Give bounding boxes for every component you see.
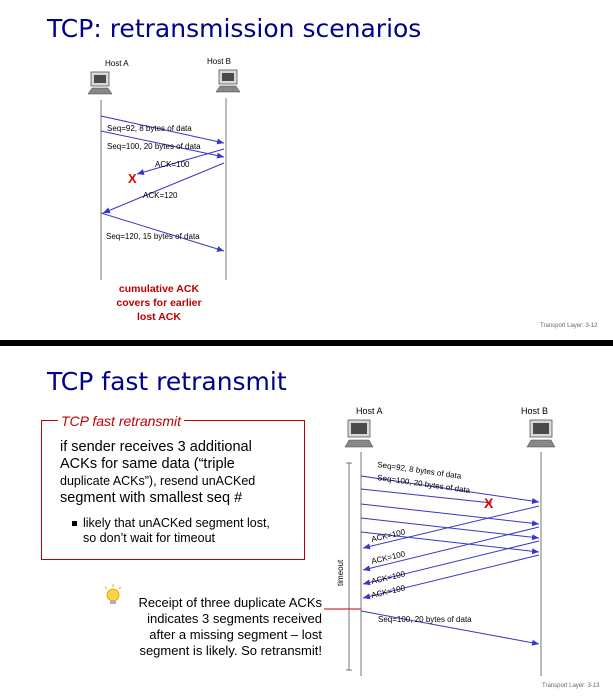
msg-seq120: Seq=120, 15 bytes of data: [106, 232, 200, 241]
computer-icon: [215, 69, 241, 93]
msg-seq100-retransmit: Seq=100, 20 bytes of data: [378, 615, 472, 624]
bullet-line: likely that unACKed segment lost,: [83, 516, 270, 530]
box-line: ACKs for same data (“triple: [60, 456, 235, 472]
note-line-1: cumulative ACK: [119, 283, 200, 295]
timeout-label: timeout: [336, 559, 345, 586]
box-title: TCP fast retransmit: [58, 413, 185, 429]
host-b-label: Host B: [521, 406, 548, 416]
dup-ack-arrow: [362, 554, 540, 600]
seq92-arrow: [360, 475, 540, 504]
box-line: segment with smallest seq #: [60, 490, 243, 506]
note-line-3: lost ACK: [137, 311, 181, 323]
seq100-lost-arrow: [360, 488, 493, 504]
sequence-diagram: Host A Host B Seq=92, 8 bytes of data Se…: [87, 57, 241, 323]
receipt-line: Receipt of three duplicate ACKs: [138, 595, 322, 610]
host-a-label: Host A: [105, 59, 129, 68]
slide-footer: Transport Layer: 3-12: [540, 323, 598, 329]
msg-ack120: ACK=120: [143, 191, 178, 200]
msg-seq100: Seq=100, 20 bytes of data: [107, 142, 201, 151]
box-line: duplicate ACKs”), resend unACKed: [60, 474, 256, 488]
receipt-line: indicates 3 segments received: [147, 611, 322, 626]
msg-ack100: ACK=100: [370, 583, 406, 600]
loss-mark: X: [128, 171, 137, 186]
msg-ack100: ACK=100: [155, 160, 190, 169]
timeout-bracket: [346, 462, 352, 671]
note-line-2: covers for earlier: [116, 297, 201, 309]
slide-footer: Transport Layer: 3-13: [542, 683, 600, 689]
retransmit-arrow: [360, 610, 540, 646]
receipt-line: segment is likely. So retransmit!: [139, 643, 322, 658]
box-text: if sender receives 3 additional ACKs for…: [60, 439, 255, 507]
host-b-label: Host B: [207, 57, 231, 66]
computer-icon: [526, 419, 556, 448]
computer-icon: [344, 419, 374, 448]
computer-icon: [87, 71, 113, 95]
receipt-note: Receipt of three duplicate ACKs indicate…: [100, 595, 322, 659]
sequence-diagram: Host A Host B timeout: [324, 406, 556, 676]
msg-seq92: Seq=92, 8 bytes of data: [107, 124, 192, 133]
host-a-label: Host A: [356, 406, 383, 416]
slide-title: TCP: retransmission scenarios: [47, 14, 422, 43]
slide-retransmission-scenarios: TCP: retransmission scenarios Host A Hos…: [0, 0, 613, 340]
bullet-line: so don’t wait for timeout: [83, 531, 216, 545]
bullet-square-icon: [72, 521, 77, 527]
segment-arrow: [360, 503, 540, 527]
box-bullet: likely that unACKed segment lost, so don…: [72, 516, 270, 546]
dup-ack-arrow: [362, 540, 540, 586]
slide-fast-retransmit: TCP fast retransmit TCP fast retransmit …: [0, 346, 613, 697]
slide-title: TCP fast retransmit: [47, 367, 287, 396]
seq100-arrow: [100, 130, 225, 159]
lightbulb-icon: [104, 584, 122, 604]
receipt-line: after a missing segment – lost: [149, 627, 322, 642]
ack120-arrow: [102, 162, 225, 214]
ack100-arrow: [136, 148, 225, 175]
loss-mark: X: [484, 495, 494, 511]
seq92-arrow: [100, 115, 225, 145]
ack100-arrow: [362, 505, 540, 550]
box-line: if sender receives 3 additional: [60, 439, 252, 455]
definition-box: TCP fast retransmit if sender receives 3…: [41, 413, 305, 560]
dup-ack-arrow: [362, 526, 540, 572]
seq120-arrow: [100, 212, 225, 252]
